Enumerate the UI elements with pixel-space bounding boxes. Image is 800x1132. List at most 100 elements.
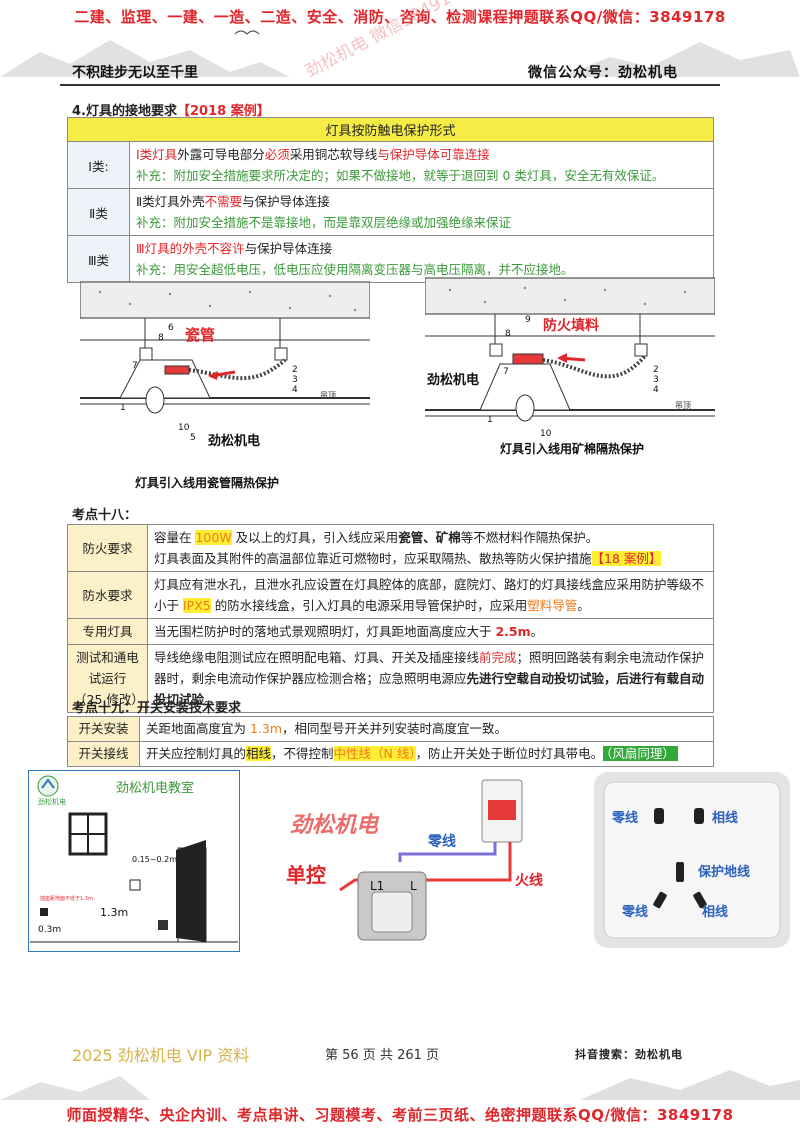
text-span: Ⅰ类灯具 (136, 147, 178, 162)
row-key: 开关安装 (67, 716, 140, 742)
live-label-bottom: 相线 (702, 904, 728, 920)
header-divider (60, 84, 720, 86)
table-row: Ⅰ类: Ⅰ类灯具外露可导电部分必须采用铜芯软导线与保护导体可靠连接 补充：附加安… (67, 141, 714, 189)
text-span: 中性线（N 线） (333, 746, 416, 761)
text-span: 外露可导电部分 (177, 147, 265, 162)
classroom-title: 劲松机电教室 (116, 780, 194, 796)
kp19-table: 开关安装 关距地面高度宜为 1.3m，相同型号开关并列安装时高度宜一致。 开关接… (67, 716, 714, 767)
row-key: 防水要求 (67, 571, 148, 619)
label-7: 7 (132, 361, 138, 371)
label-2: 2 (292, 365, 298, 375)
text-span: 不需要 (204, 194, 243, 209)
table-row: 防火要求 容量在 100W 及以上的灯具，引入线应采用瓷管、矿棉等不燃材料作隔热… (67, 524, 714, 572)
fig-right-caption: 灯具引入线用矿棉隔热保护 (500, 442, 645, 456)
neutral-label: 零线 (427, 833, 456, 850)
table-row: 测试和通电 试运行 （25 修改） 导线绝缘电阻测试应在照明配电箱、灯具、开关及… (67, 644, 714, 713)
section-title-text: 4.灯具的接地要求 (72, 104, 177, 119)
text-span: 必须 (264, 147, 290, 162)
label-9: 9 (525, 315, 531, 325)
text-span: ，相同型号开关并列安装时高度宜一致。 (282, 721, 508, 736)
promo-banner-bottom: 师面授精华、央企内训、考点串讲、习题模考、考前三页纸、绝密押题联系QQ/微信：3… (66, 1106, 734, 1124)
section-title: 4.灯具的接地要求【2018 案例】 (72, 100, 270, 119)
classroom-logo-text: 劲松机电 (38, 797, 66, 806)
text-span: 灯具应有泄水孔，且泄水孔应设置在灯具腔体的底部，庭院灯、路灯的灯具接线盒应采用防… (154, 577, 705, 613)
label-1: 1 (487, 415, 493, 425)
label-7: 7 (503, 367, 509, 377)
label-8: 8 (505, 329, 511, 339)
fig-mineral-wool: 防火填料 劲松机电 吊顶 1 2 3 4 7 8 9 10 (425, 277, 715, 439)
ground-label: 保护地线 (697, 864, 750, 880)
section-title-tag: 【2018 案例】 (176, 104, 270, 119)
page-number: 第 56 页 共 261 页 (325, 1048, 440, 1063)
class-label: Ⅰ类: (67, 141, 130, 189)
table-row: Ⅲ类 Ⅲ灯具的外壳不容许与保护导体连接 补充：用安全超低电压，低电压应使用隔离变… (67, 235, 714, 283)
text-span: 2.5m (495, 624, 531, 639)
text-span: 的防水接线盒，引入灯具的电源采用导管保护时，应采用 (210, 598, 528, 613)
grounding-class-table: 灯具按防触电保护形式 Ⅰ类: Ⅰ类灯具外露可导电部分必须采用铜芯软导线与保护导体… (67, 117, 714, 283)
label-8: 8 (158, 333, 164, 343)
single-control-label: 单控 (286, 863, 326, 887)
kp18-table: 防火要求 容量在 100W 及以上的灯具，引入线应采用瓷管、矿棉等不燃材料作隔热… (67, 524, 714, 713)
label-10: 10 (178, 423, 190, 433)
table-row: 开关安装 关距地面高度宜为 1.3m，相同型号开关并列安装时高度宜一致。 (67, 716, 714, 742)
mountain-decoration-top (0, 30, 800, 77)
text-span: 相线 (246, 746, 272, 761)
text-span: 及以上的灯具，引入线应采用 (231, 530, 399, 545)
text-span: 塑料导管 (527, 598, 578, 613)
supplement-text: 补充：用安全超低电压，低电压应使用隔离变压器与高电压隔离，并不应接地。 (136, 262, 574, 277)
ceiling-label: 吊顶 (320, 391, 336, 400)
label-3: 3 (292, 375, 298, 385)
class-label: Ⅲ类 (67, 235, 130, 283)
text-span: 导线绝缘电阻测试应在照明配电箱、灯具、开关及插座接线 (154, 650, 480, 665)
ceiling-label: 吊顶 (675, 401, 691, 410)
text-span: 【18 案例】 (591, 551, 662, 566)
table-row: 专用灯具 当无围栏防护时的落地式景观照明灯，灯具距地面高度应大于 2.5m。 (67, 618, 714, 645)
height-label-0.3: 0.3m (38, 925, 61, 935)
fig-left-caption: 灯具引入线用瓷管隔热保护 (135, 476, 280, 490)
douyin-search: 抖音搜索：劲松机电 (575, 1048, 683, 1061)
text-span: 1.3m (249, 721, 283, 736)
outlet-image: 零线 相线 保护地线 零线 相线 (594, 772, 790, 948)
supplement-text: 补充：附加安全措施不是靠接地，而是靠双层绝缘或加强绝缘来保证 (136, 215, 512, 230)
text-span: 等不燃材料作隔热保护。 (460, 530, 599, 545)
label-4: 4 (653, 385, 659, 395)
table-row: 开关接线 开关应控制灯具的相线，不得控制中性线（N 线），防止开关处于断位时灯具… (67, 741, 714, 767)
neutral-label-bottom: 零线 (621, 904, 648, 920)
text-span: 。 (530, 624, 544, 639)
height-label-0.15: 0.15~0.2m (132, 855, 177, 864)
table-row: 防水要求 灯具应有泄水孔，且泄水孔应设置在灯具腔体的底部，庭院灯、路灯的灯具接线… (67, 571, 714, 619)
text-span: ；照明回路装有剩余电流动作保护器时，剩余电流动作保护器应检测合格；应急照明电源应 (154, 650, 705, 686)
fig-porcelain-tube: 瓷管 劲松机电 吊顶 1 2 3 4 5 6 7 8 10 (80, 281, 370, 449)
text-span: 与保护导体连接 (244, 241, 333, 256)
text-span: 与保护导体可靠连接 (377, 147, 490, 162)
wiring-brand: 劲松机电 (290, 813, 380, 838)
text-span: 当无围栏防护时的落地式景观照明灯，灯具距地面高度应大于 (154, 624, 496, 639)
wechat-account: 微信公众号：劲松机电 (528, 65, 678, 81)
text-span: 。 (577, 598, 590, 613)
footer-brand: 2025 劲松机电 VIP 资料 (72, 1046, 250, 1065)
text-span: ，防止开关处于断位时灯具带电。 (415, 746, 604, 761)
label-4: 4 (292, 385, 298, 395)
promo-banner-top: 二建、监理、一建、一造、二造、安全、消防、咨询、检测课程押题联系QQ/微信：38… (74, 8, 726, 26)
label-3: 3 (653, 375, 659, 385)
text-span: 容量在 (154, 530, 196, 545)
text-span: Ⅱ类灯具外壳 (136, 194, 205, 209)
fig-brand: 劲松机电 (427, 372, 479, 388)
class-label: Ⅱ类 (67, 188, 130, 236)
text-span: 灯具表面及其附件的高温部位靠近可燃物时，应采取隔热、散热等防火保护措施 (154, 551, 592, 566)
table-header: 灯具按防触电保护形式 (67, 117, 714, 142)
table-row: Ⅱ类 Ⅱ类灯具外壳不需要与保护导体连接 补充：附加安全措施不是靠接地，而是靠双层… (67, 188, 714, 236)
supplement-text: 补充：附加安全措施要求所决定的；如果不做接地，就等于退回到 0 类灯具，安全无有… (136, 168, 665, 183)
row-key: 测试和通电 试运行 （25 修改） (67, 644, 148, 713)
text-span: 瓷管、矿棉 (398, 530, 461, 545)
text-span: （风扇同理） (603, 746, 678, 761)
text-span: ，不得控制 (271, 746, 334, 761)
socket-note: 插座距地面不低于1.3m (40, 895, 93, 902)
text-span: 关距地面高度宜为 (146, 721, 250, 736)
text-span: 。 (204, 692, 217, 707)
fig-brand: 劲松机电 (208, 433, 260, 449)
switch-wiring-image: 劲松机电 零线 单控 火线 L1 L (286, 779, 543, 941)
neutral-label-top: 零线 (611, 810, 638, 826)
terminal-l1: L1 (370, 879, 384, 893)
label-5: 5 (190, 433, 196, 443)
